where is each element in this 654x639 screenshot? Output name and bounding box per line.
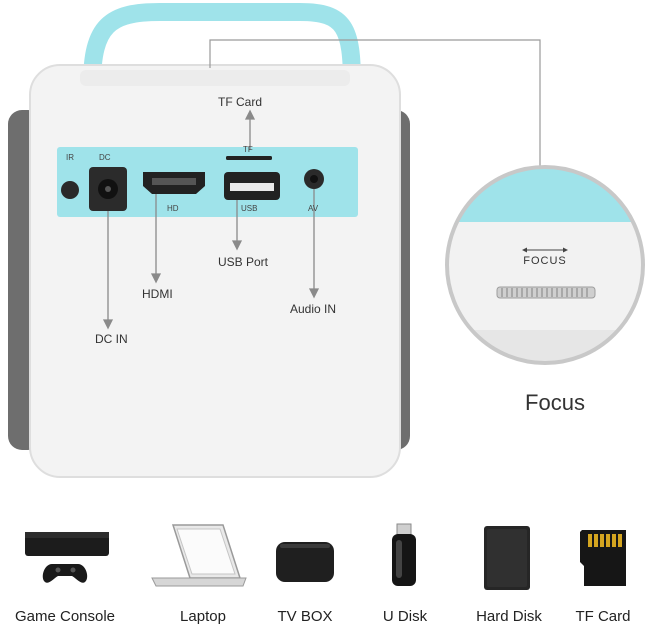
device-hard-disk: Hard Disk [454,520,564,630]
handle [83,2,361,94]
callout-audio-in: Audio IN [290,302,337,316]
callout-dc-in: DC IN [95,332,128,346]
device-laptop: Laptop [148,520,258,630]
ir-sensor [61,181,79,199]
hd-mark: HD [167,204,179,213]
port-panel [57,147,358,217]
dc-mark: DC [99,153,111,162]
tf-card-icon [580,530,626,586]
hard-disk-icon [484,526,530,590]
projector-body [29,64,401,478]
ir-mark: IR [66,153,74,162]
device-game-console: Game Console [10,520,120,630]
focus-mark-text: FOCUS [523,255,567,267]
laptop-icon [151,524,247,587]
callout-hdmi: HDMI [142,287,173,301]
projector-illustration [8,2,645,478]
usb-mark: USB [241,204,258,213]
tf-slot [226,156,272,160]
device-label: Hard Disk [476,608,542,625]
callout-tf-card: TF Card [218,95,263,109]
device-tf-card: TF Card [548,520,654,630]
av-mark: AV [308,204,319,213]
tf-mark: TF [243,145,253,154]
device-label: TF Card [575,608,631,625]
usb-stick-icon [392,523,416,586]
focus-leader-line [209,39,541,180]
device-label: TV BOX [277,608,333,625]
game-console-icon [25,532,109,583]
callout-usb-port: USB Port [218,255,269,269]
device-label: Game Console [14,608,116,625]
focus-caption: Focus [525,390,585,415]
device-label: U Disk [382,608,428,625]
tv-box-icon [276,542,334,582]
device-u-disk: U Disk [350,520,460,630]
device-tv-box: TV BOX [250,520,360,630]
device-label: Laptop [180,608,226,625]
